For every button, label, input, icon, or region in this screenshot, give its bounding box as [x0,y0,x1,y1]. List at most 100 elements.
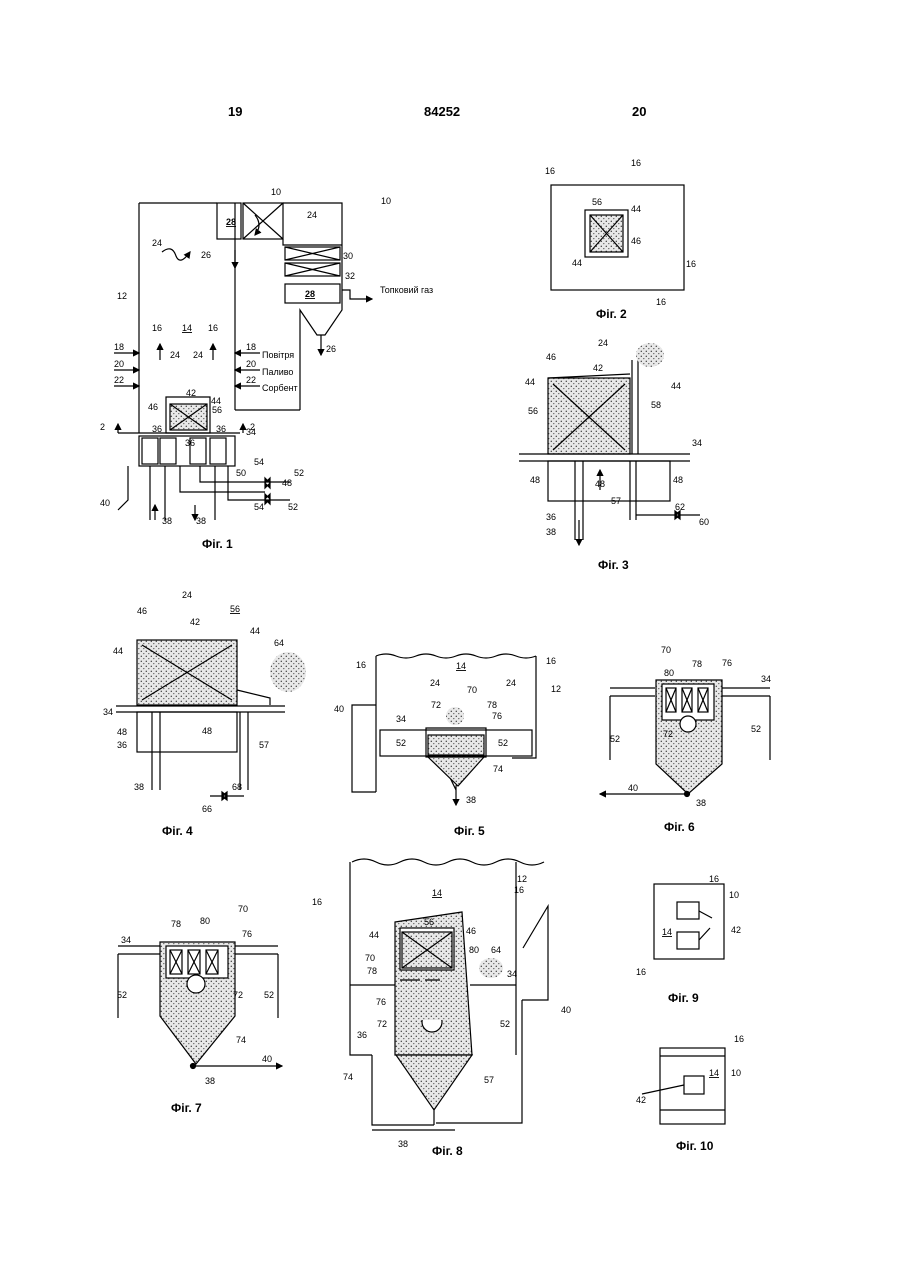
svg-text:76: 76 [376,997,386,1007]
svg-text:74: 74 [493,764,503,774]
figure-8-caption: Фіг. 8 [432,1144,463,1158]
svg-text:24: 24 [598,338,608,348]
svg-text:14: 14 [432,888,442,898]
figure-4 [116,640,306,800]
svg-text:68: 68 [232,782,242,792]
svg-text:78: 78 [487,700,497,710]
svg-text:16: 16 [656,297,666,307]
svg-text:74: 74 [343,1072,353,1082]
svg-text:70: 70 [365,953,375,963]
svg-text:44: 44 [631,204,641,214]
svg-text:38: 38 [205,1076,215,1086]
svg-text:36: 36 [117,740,127,750]
svg-text:80: 80 [664,668,674,678]
figure-5 [352,654,536,805]
svg-text:16: 16 [208,323,218,333]
svg-text:14: 14 [709,1068,719,1078]
svg-text:42: 42 [636,1095,646,1105]
svg-text:57: 57 [484,1075,494,1085]
figure-5-caption: Фіг. 5 [454,824,485,838]
svg-text:52: 52 [117,990,127,1000]
figure-10 [642,1048,725,1124]
svg-text:16: 16 [546,656,556,666]
svg-text:70: 70 [467,685,477,695]
svg-text:76: 76 [722,658,732,668]
svg-text:36: 36 [216,424,226,434]
svg-text:16: 16 [631,158,641,168]
svg-text:52: 52 [288,502,298,512]
svg-text:74: 74 [236,1035,246,1045]
svg-text:46: 46 [546,352,556,362]
svg-text:10: 10 [731,1068,741,1078]
svg-text:78: 78 [367,966,377,976]
svg-text:44: 44 [113,646,123,656]
svg-text:36: 36 [152,424,162,434]
svg-text:18: 18 [246,342,256,352]
svg-text:64: 64 [274,638,284,648]
svg-text:40: 40 [262,1054,272,1064]
figure-9 [654,884,724,959]
svg-text:10: 10 [271,187,281,197]
figure-10-caption: Фіг. 10 [676,1139,714,1153]
svg-text:66: 66 [202,804,212,814]
svg-text:42: 42 [190,617,200,627]
svg-text:28: 28 [305,289,315,299]
svg-text:56: 56 [424,917,434,927]
svg-text:16: 16 [312,897,322,907]
svg-text:78: 78 [171,919,181,929]
svg-text:54: 54 [254,457,264,467]
svg-text:28: 28 [226,217,236,227]
svg-text:16: 16 [636,967,646,977]
figure-7 [118,942,282,1069]
svg-text:72: 72 [431,700,441,710]
figure-3-caption: Фіг. 3 [598,558,629,572]
svg-text:10: 10 [381,196,391,206]
svg-text:42: 42 [186,388,196,398]
svg-text:26: 26 [326,344,336,354]
svg-text:48: 48 [117,727,127,737]
svg-text:14: 14 [456,661,466,671]
svg-text:80: 80 [469,945,479,955]
svg-text:Паливо: Паливо [262,367,293,377]
svg-text:40: 40 [334,704,344,714]
svg-text:20: 20 [246,359,256,369]
svg-text:20: 20 [114,359,124,369]
svg-text:18: 18 [114,342,124,352]
figure-8 [350,859,548,1130]
svg-text:30: 30 [343,251,353,261]
svg-text:24: 24 [506,678,516,688]
svg-text:38: 38 [546,527,556,537]
svg-text:36: 36 [357,1030,367,1040]
svg-text:42: 42 [731,925,741,935]
svg-text:Сорбент: Сорбент [262,383,298,393]
svg-text:40: 40 [100,498,110,508]
svg-text:44: 44 [671,381,681,391]
svg-text:34: 34 [507,969,517,979]
svg-text:16: 16 [514,885,524,895]
svg-text:58: 58 [651,400,661,410]
svg-text:14: 14 [662,927,672,937]
svg-text:46: 46 [137,606,147,616]
svg-text:10: 10 [729,890,739,900]
svg-text:72: 72 [233,990,243,1000]
svg-text:52: 52 [264,990,274,1000]
svg-text:64: 64 [491,945,501,955]
svg-text:24: 24 [182,590,192,600]
svg-text:38: 38 [466,795,476,805]
svg-text:48: 48 [202,726,212,736]
svg-text:52: 52 [751,724,761,734]
svg-text:12: 12 [117,291,127,301]
svg-text:12: 12 [551,684,561,694]
figure-7-caption: Фіг. 7 [171,1101,202,1115]
figure-4-labels: 24 46 42 56 44 44 64 34 48 36 48 57 38 6… [103,590,284,838]
figure-6 [600,680,770,797]
svg-text:38: 38 [162,516,172,526]
figure-3-labels: 24 46 42 44 44 56 58 34 48 48 48 57 36 3… [525,338,709,572]
svg-text:12: 12 [517,874,527,884]
svg-text:44: 44 [525,377,535,387]
svg-text:36: 36 [185,438,195,448]
svg-text:34: 34 [396,714,406,724]
svg-text:50: 50 [236,468,246,478]
svg-text:57: 57 [611,496,621,506]
